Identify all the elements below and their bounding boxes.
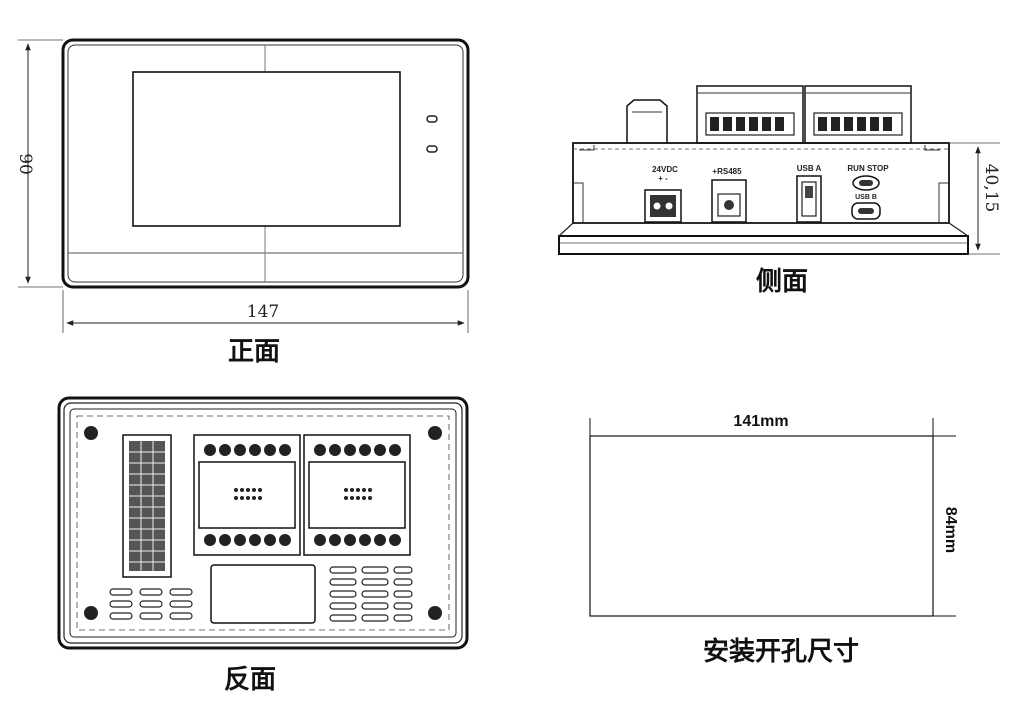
side-depth-label: 40,15 bbox=[981, 164, 1001, 213]
front-caption: 正面 bbox=[228, 337, 280, 367]
back-caption: 反面 bbox=[224, 665, 276, 695]
terminal-module-left bbox=[193, 434, 301, 556]
lcd-screen bbox=[132, 71, 401, 227]
vent-slots-left bbox=[109, 588, 193, 620]
power-polarity-label: + - bbox=[658, 174, 668, 183]
power-label: 24VDC bbox=[652, 165, 678, 174]
cutout-height-label: 84mm bbox=[942, 507, 959, 553]
terminal-module-right bbox=[303, 434, 411, 556]
back-view: 反面 bbox=[57, 396, 469, 695]
front-view: 90 147 正面 bbox=[15, 38, 470, 367]
cutout-view: 141mm 84mm 安装开孔尺寸 bbox=[589, 413, 959, 667]
cutout-caption: 安装开孔尺寸 bbox=[703, 637, 859, 667]
mount-hole-top-right bbox=[428, 426, 442, 440]
power-port: 24VDC + - bbox=[644, 165, 682, 223]
vent-slots-right bbox=[329, 566, 413, 622]
front-height-dimension: 90 bbox=[15, 39, 63, 288]
side-depth-dimension: 40,15 bbox=[949, 142, 1001, 255]
label-plate bbox=[210, 564, 316, 624]
cutout-outline bbox=[589, 435, 934, 617]
led-indicator-top bbox=[426, 115, 438, 123]
side-view: 24VDC + - +RS485 USB A RUN STOP USB B bbox=[558, 85, 1001, 297]
run-stop-switch: RUN STOP bbox=[847, 164, 889, 191]
top-terminal-blocks bbox=[696, 85, 912, 144]
run-stop-label: RUN STOP bbox=[847, 164, 889, 173]
usb-a-label: USB A bbox=[797, 164, 822, 173]
usb-a-port: USB A bbox=[796, 164, 822, 223]
front-height-label: 90 bbox=[15, 153, 35, 175]
usb-b-port: USB B bbox=[851, 194, 881, 220]
mount-hole-bottom-right bbox=[428, 606, 442, 620]
io-connector-vertical bbox=[122, 434, 172, 578]
mount-hole-top-left bbox=[84, 426, 98, 440]
front-width-label: 147 bbox=[247, 302, 279, 322]
front-width-dimension: 147 bbox=[62, 290, 469, 333]
led-indicator-bottom bbox=[426, 145, 438, 153]
side-caption: 侧面 bbox=[756, 267, 808, 297]
usb-b-label: USB B bbox=[855, 194, 877, 201]
rs485-label: +RS485 bbox=[712, 167, 742, 176]
rs485-port: +RS485 bbox=[711, 167, 747, 223]
cutout-width-label: 141mm bbox=[733, 413, 788, 430]
mount-hole-bottom-left bbox=[84, 606, 98, 620]
